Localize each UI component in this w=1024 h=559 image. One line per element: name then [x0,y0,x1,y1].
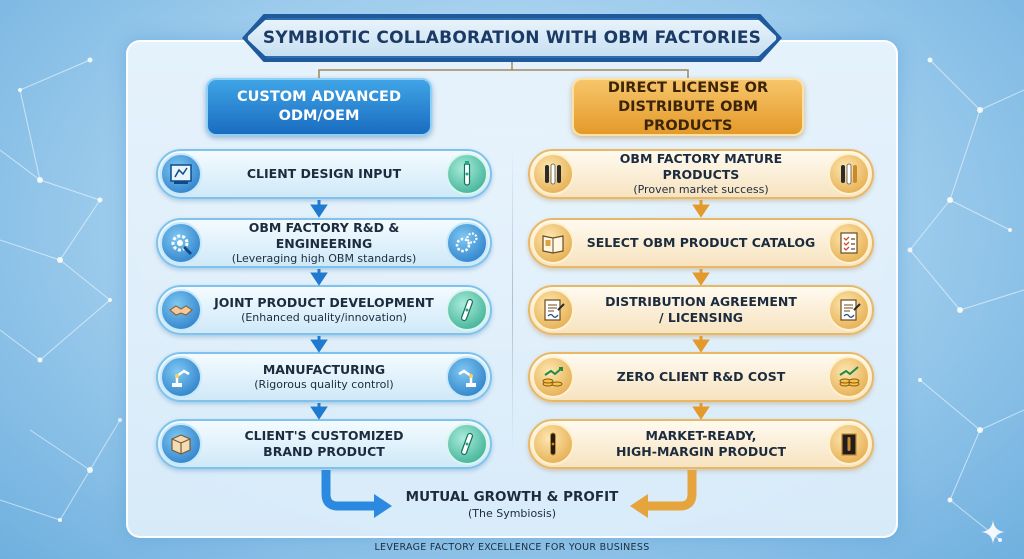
step-title: DISTRIBUTION AGREEMENT [605,294,797,309]
step-subtitle: HIGH-MARGIN PRODUCT [615,444,787,459]
footer-tagline: LEVERAGE FACTORY EXCELLENCE FOR YOUR BUS… [374,541,650,553]
outcome-box: MUTUAL GROWTH & PROFIT (The Symbiosis) [330,480,694,528]
coins-growth-icon [532,356,574,398]
toothbrush-icon [532,423,574,465]
right-column-heading: DIRECT LICENSE OR DISTRIBUTE OBM PRODUCT… [572,78,804,136]
left-step-1: CLIENT DESIGN INPUT [156,149,492,199]
step-title: MANUFACTURING [262,362,386,377]
right-step-4: ZERO CLIENT R&D COST [528,352,874,402]
catalog-icon [532,222,574,264]
robot-arm-icon [160,356,202,398]
page-title: SYMBIOTIC COLLABORATION WITH OBM FACTORI… [246,18,778,58]
step-title: OBM FACTORY MATURE PRODUCTS [619,151,783,182]
toothbrushes-icon [532,153,574,195]
left-heading-line-2: ODM/OEM [278,108,360,124]
step-title: OBM FACTORY R&D & ENGINEERING [248,220,400,251]
box-icon [160,423,202,465]
left-step-3: JOINT PRODUCT DEVELOPMENT (Enhanced qual… [156,285,492,335]
right-heading-line-1: DIRECT LICENSE OR [607,79,769,96]
step-subtitle: / LICENSING [658,310,744,325]
sparkle-icon [981,520,1005,544]
outcome-subtitle: (The Symbiosis) [467,506,557,520]
blueprint-icon [160,153,202,195]
step-subtitle: (Proven market success) [633,183,769,196]
step-subtitle: (Rigorous quality control) [254,378,394,391]
checklist-icon [828,222,870,264]
gear-wrench-icon [160,222,202,264]
right-step-2: SELECT OBM PRODUCT CATALOG [528,218,874,268]
left-step-2: OBM FACTORY R&D & ENGINEERING (Leveragin… [156,218,492,268]
step-title: CLIENT'S CUSTOMIZED [244,428,404,443]
left-step-5: CLIENT'S CUSTOMIZED BRAND PRODUCT [156,419,492,469]
step-title: ZERO CLIENT R&D COST [616,369,786,384]
step-title: SELECT OBM PRODUCT CATALOG [586,235,816,250]
toothbrushes-icon [828,153,870,195]
left-step-4: MANUFACTURING (Rigorous quality control) [156,352,492,402]
toothbrush-icon [446,289,488,331]
toothbrush-icon [446,423,488,465]
outcome-title: MUTUAL GROWTH & PROFIT [405,488,619,505]
handshake-icon [160,289,202,331]
product-box-icon [828,423,870,465]
column-divider [512,145,513,455]
step-title: JOINT PRODUCT DEVELOPMENT [214,295,434,310]
step-title: CLIENT DESIGN INPUT [246,166,402,181]
gears-icon [446,222,488,264]
coins-growth-icon [828,356,870,398]
left-column-heading: CUSTOM ADVANCED ODM/OEM [206,78,432,136]
left-heading-line-1: CUSTOM ADVANCED [237,89,401,105]
right-step-1: OBM FACTORY MATURE PRODUCTS (Proven mark… [528,149,874,199]
contract-icon [532,289,574,331]
step-subtitle: (Enhanced quality/innovation) [241,311,407,324]
right-step-5: MARKET-READY, HIGH-MARGIN PRODUCT [528,419,874,469]
step-title: MARKET-READY, [645,428,757,443]
toothbrush-icon [446,153,488,195]
contract-icon [828,289,870,331]
step-subtitle: BRAND PRODUCT [263,444,385,459]
step-subtitle: (Leveraging high OBM standards) [231,252,417,265]
right-heading-line-2: DISTRIBUTE OBM PRODUCTS [618,98,758,134]
robot-arm-icon [446,356,488,398]
right-step-3: DISTRIBUTION AGREEMENT / LICENSING [528,285,874,335]
